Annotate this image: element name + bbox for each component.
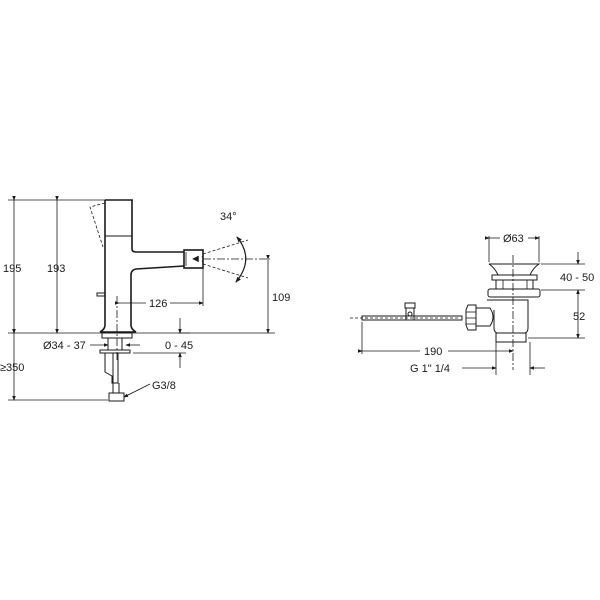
dim-below-deck: ≥350 [0, 362, 24, 374]
dim-deck-thickness: 0 - 45 [165, 340, 193, 352]
bidet-faucet-drawing: ◄: [0, 196, 290, 402]
dim-drain-body-height: 52 [573, 311, 585, 323]
dim-thread: G 1" 1/4 [410, 363, 450, 375]
svg-text:◄:: ◄: [190, 253, 204, 265]
pop-up-drain-drawing: Ø63 40 - 50 52 190 G 1" 1/4 [350, 233, 594, 375]
dim-spout-reach: 126 [149, 298, 167, 310]
dim-body-height: 193 [47, 263, 65, 275]
dim-rod-length: 190 [424, 346, 442, 358]
dim-spray-angle: 34° [220, 211, 237, 223]
dim-plug-diameter: Ø63 [503, 233, 524, 245]
dim-total-height: 195 [3, 263, 21, 275]
dim-spout-height: 109 [272, 292, 290, 304]
dim-hole-diameter: Ø34 - 37 [43, 340, 86, 352]
dim-connection: G3/8 [152, 380, 176, 392]
dim-plug-height: 40 - 50 [560, 272, 594, 284]
